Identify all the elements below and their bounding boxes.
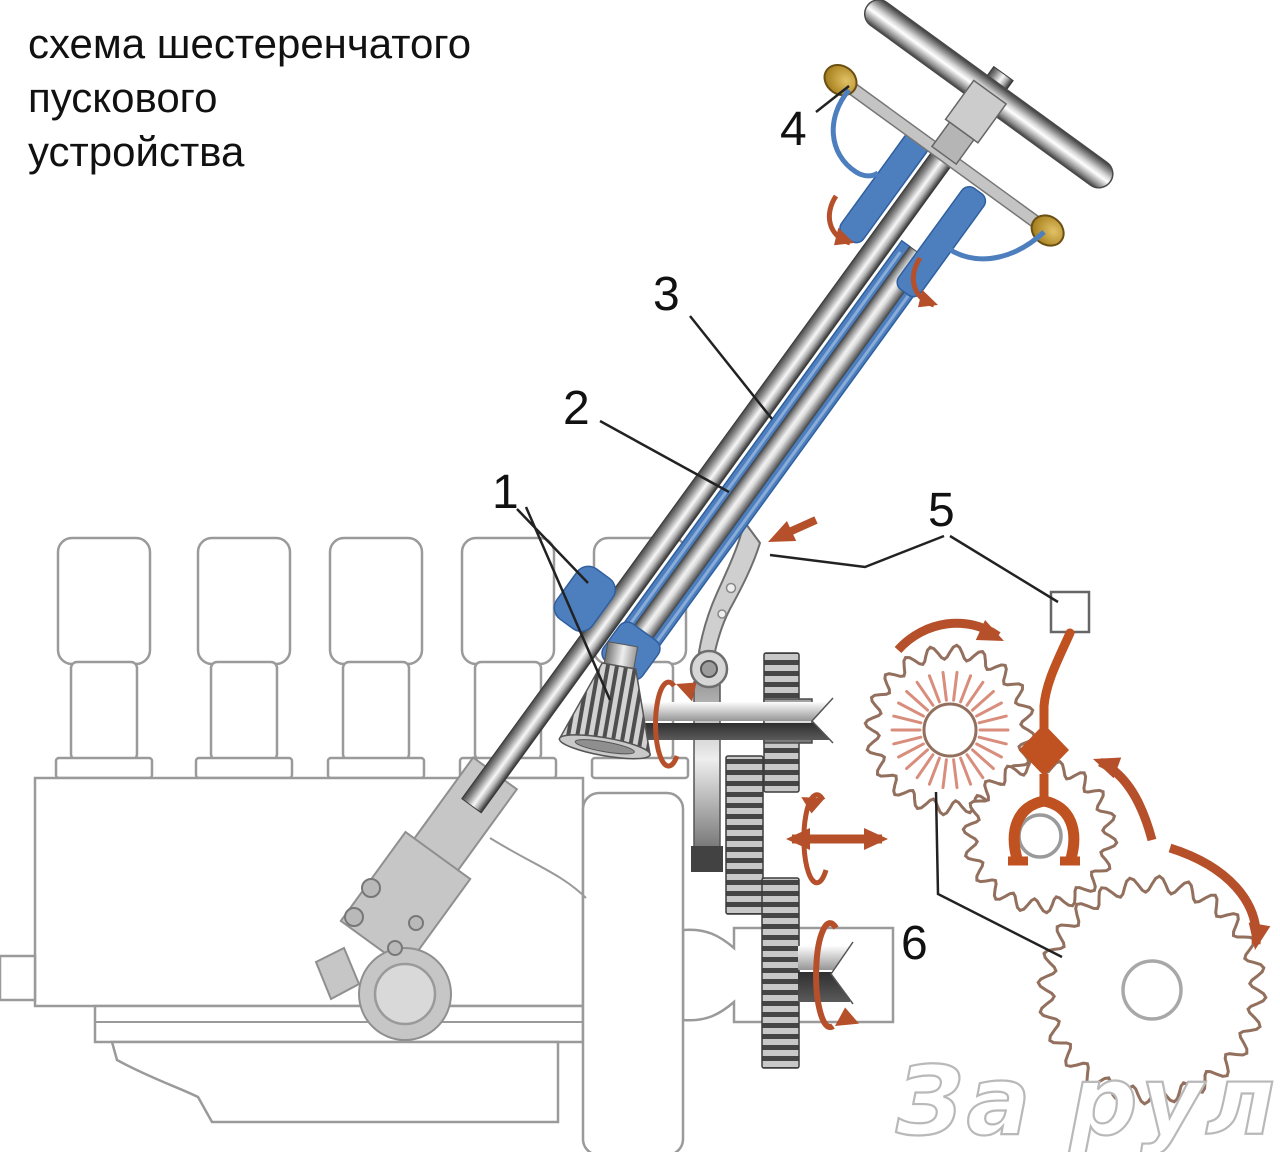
steering-shaft — [461, 65, 1014, 814]
pawl-lever — [689, 522, 762, 689]
leader-1 — [516, 506, 612, 701]
wheel-springs — [830, 88, 1046, 262]
ratchet-gear-hub — [922, 702, 978, 758]
lever-stem — [1039, 628, 1075, 733]
cylinder — [458, 536, 558, 780]
shaft-break-mark — [810, 697, 834, 744]
lever-diamond — [1019, 724, 1069, 776]
callout-2: 2 — [563, 382, 590, 435]
engine-contour-line — [489, 837, 587, 899]
cylinder-bank — [54, 536, 690, 780]
flange — [93, 1004, 585, 1044]
leader-5 — [769, 534, 1059, 604]
bell-housing — [581, 791, 685, 1157]
shaft-break-mark — [830, 941, 854, 1005]
callouts: 1 2 3 4 5 6 — [492, 85, 1063, 970]
rail-highlight — [611, 251, 902, 650]
title-line-1: схема шестеренчатого — [28, 20, 471, 67]
idler-pinion — [725, 755, 764, 915]
callout-4: 4 — [780, 103, 807, 156]
oil-pan — [110, 1040, 560, 1124]
selector-bar-cap — [691, 846, 723, 872]
cylinder — [326, 536, 426, 780]
steering-column — [339, 0, 1114, 970]
lever-pivot-square — [1049, 590, 1091, 634]
lever-fork — [1008, 795, 1080, 864]
title-line-2: пускового — [28, 74, 217, 121]
layshaft — [612, 697, 834, 744]
lower-gear — [761, 877, 800, 1069]
flywheel-gear-hub — [1121, 959, 1183, 1021]
callout-3: 3 — [653, 268, 680, 321]
leader-6 — [934, 791, 1063, 959]
rotation-arrow — [653, 679, 680, 769]
rail-highlight — [637, 270, 928, 669]
magazine-watermark: За рулем — [895, 1047, 1280, 1152]
bevel-pinion — [558, 641, 651, 760]
title-line-3: устройства — [28, 128, 245, 175]
schematic-gears — [863, 643, 1268, 1106]
gearbox-bolts — [344, 878, 424, 956]
callout-6: 6 — [901, 917, 928, 970]
engine-block — [0, 536, 895, 1157]
idler-gear-hub — [1017, 813, 1063, 859]
leader-3 — [689, 315, 773, 420]
leader-4 — [815, 85, 850, 113]
engine-mount-lug — [0, 954, 37, 1002]
cylinder — [194, 536, 294, 780]
leader-2 — [599, 419, 730, 494]
callout-5: 5 — [928, 484, 955, 537]
ratchet-gear-sunburst — [890, 670, 1010, 790]
shift-lever — [1008, 590, 1091, 866]
gear-arrow — [1097, 757, 1157, 842]
gear-cluster — [612, 522, 854, 1069]
lower-gear-shaft — [798, 941, 854, 1005]
blue-clamp — [553, 565, 616, 633]
cylinder — [54, 536, 154, 780]
motion-arrows — [653, 194, 1271, 1031]
callout-1: 1 — [492, 466, 519, 519]
rotation-arrow — [813, 920, 839, 1031]
steering-gearbox — [314, 878, 452, 1041]
gearbox-body — [339, 830, 472, 970]
diagram-title: схема шестеренчатого пускового устройств… — [28, 20, 471, 175]
hub-block — [930, 121, 975, 166]
